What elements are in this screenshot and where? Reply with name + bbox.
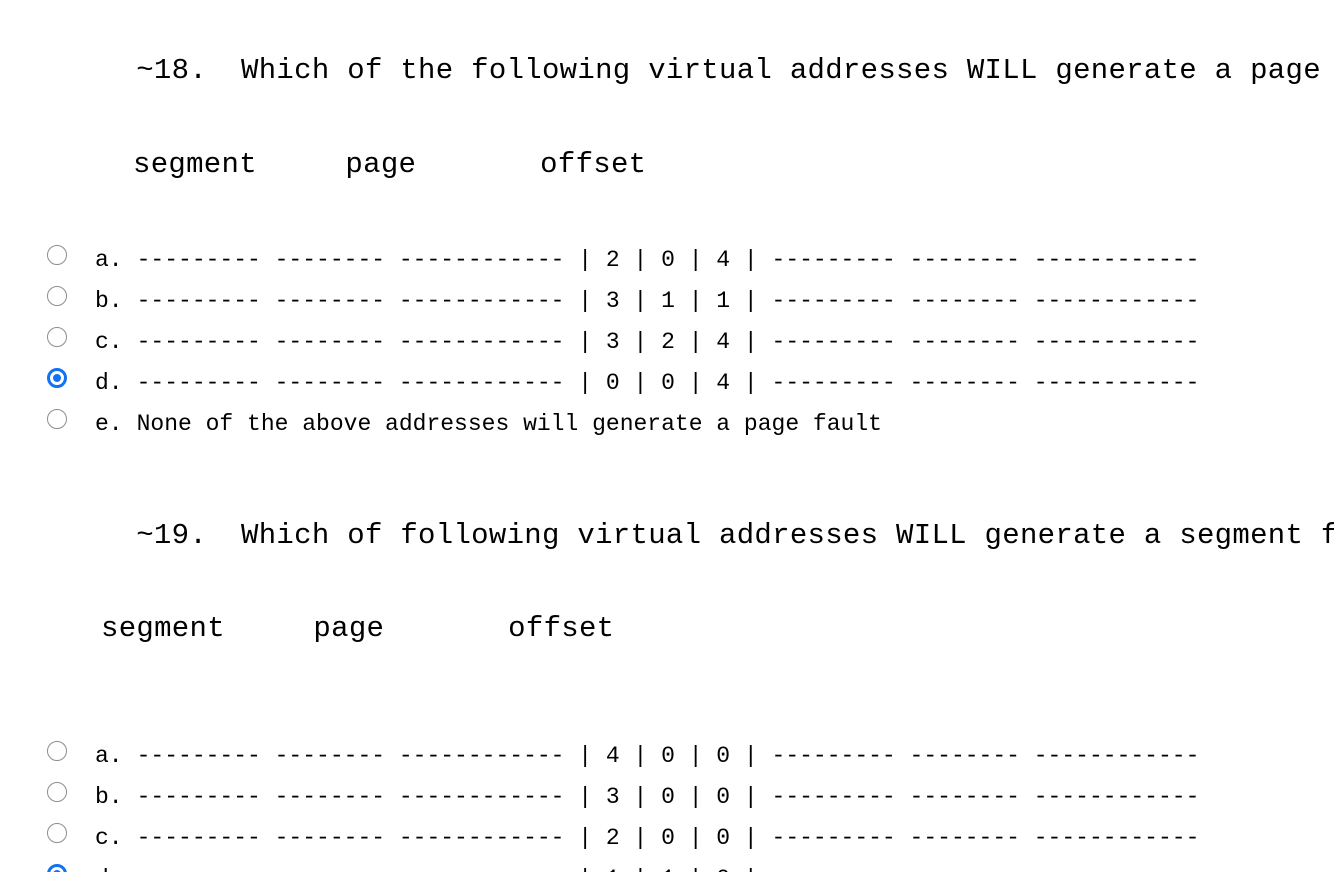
option-q19-c-label: c.--------- -------- ------------ | 2 | …	[95, 825, 1200, 851]
option-row-q19-a[interactable]: a.--------- -------- ------------ | 4 | …	[30, 741, 1334, 770]
option-q19-d-label: d.--------- -------- ------------ | 1 | …	[95, 865, 1199, 872]
option-row-q19-c[interactable]: c.--------- -------- ------------ | 2 | …	[30, 823, 1334, 852]
option-row-q18-d[interactable]: d.--------- -------- ------------ | 0 | …	[30, 368, 1334, 397]
radio-q18-d[interactable]	[47, 368, 67, 388]
radio-q18-c[interactable]	[47, 327, 67, 347]
option-row-q18-e[interactable]: e.None of the above addresses will gener…	[30, 409, 1334, 438]
option-row-q19-b[interactable]: b.--------- -------- ------------ | 3 | …	[30, 782, 1334, 811]
option-row-q18-c[interactable]: c.--------- -------- ------------ | 3 | …	[30, 327, 1334, 356]
option-q18-a-label: a.--------- -------- ------------ | 2 | …	[95, 247, 1200, 273]
option-row-q18-b[interactable]: b.--------- -------- ------------ | 3 | …	[30, 286, 1334, 315]
radio-q19-b[interactable]	[47, 782, 67, 802]
question-18-options: a.--------- -------- ------------ | 2 | …	[30, 245, 1334, 438]
option-q18-d-label: d.--------- -------- ------------ | 0 | …	[95, 370, 1200, 396]
option-q18-e-label: e.None of the above addresses will gener…	[95, 411, 882, 437]
radio-q19-c[interactable]	[47, 823, 67, 843]
radio-q18-a[interactable]	[47, 245, 67, 265]
question-19-options: a.--------- -------- ------------ | 4 | …	[30, 741, 1334, 872]
question-19-text: Which of following virtual addresses WIL…	[241, 519, 1334, 552]
question-19-number: ~19.	[136, 519, 208, 552]
option-q19-a-label: a.--------- -------- ------------ | 4 | …	[95, 743, 1200, 769]
question-18-column-headers: segment page offset	[133, 148, 647, 181]
question-18-text: Which of the following virtual addresses…	[241, 54, 1334, 87]
question-18-number: ~18.	[136, 54, 208, 87]
option-q19-b-label: b.--------- -------- ------------ | 3 | …	[95, 784, 1200, 810]
option-q18-b-label: b.--------- -------- ------------ | 3 | …	[95, 288, 1200, 314]
question-19-column-headers: segment page offset	[101, 612, 615, 645]
question-19-title: ~19. Which of following virtual addresses…	[30, 491, 1334, 581]
option-row-q18-a[interactable]: a.--------- -------- ------------ | 2 | …	[30, 245, 1334, 274]
radio-q18-e[interactable]	[47, 409, 67, 429]
question-18: ~18. Which of the following virtual addre…	[30, 26, 1334, 438]
radio-q19-d[interactable]	[47, 864, 67, 872]
option-row-q19-d[interactable]: d.--------- -------- ------------ | 1 | …	[30, 864, 1334, 872]
question-19: ~19. Which of following virtual addresses…	[30, 491, 1334, 872]
radio-q18-b[interactable]	[47, 286, 67, 306]
question-18-title: ~18. Which of the following virtual addre…	[30, 26, 1334, 116]
option-q18-c-label: c.--------- -------- ------------ | 3 | …	[95, 329, 1200, 355]
radio-q19-a[interactable]	[47, 741, 67, 761]
